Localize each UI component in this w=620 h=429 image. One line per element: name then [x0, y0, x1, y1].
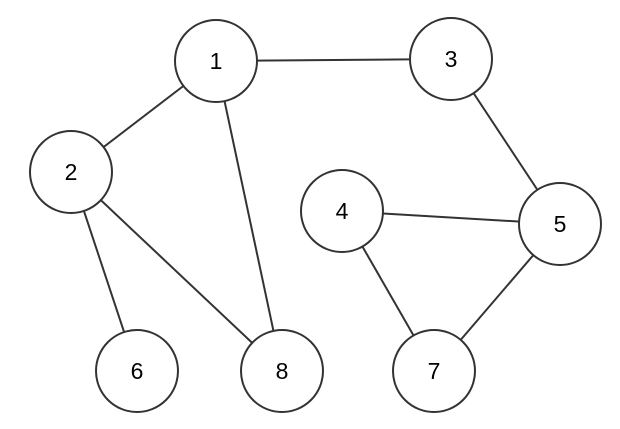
graph-node-label-2: 2 — [65, 159, 78, 185]
graph-node-label-1: 1 — [210, 48, 223, 74]
graph-node-3[interactable]: 3 — [409, 17, 493, 101]
graph-node-1[interactable]: 1 — [174, 19, 258, 103]
graph-node-circle-2 — [29, 130, 113, 214]
graph-node-circle-3 — [409, 17, 493, 101]
graph-node-label-5: 5 — [554, 211, 567, 237]
graph-node-circle-4 — [300, 169, 384, 253]
graph-edge-2-8 — [70, 171, 283, 372]
graph-node-8[interactable]: 8 — [240, 329, 324, 413]
graph-node-circle-8 — [240, 329, 324, 413]
graph-node-4[interactable]: 4 — [300, 169, 384, 253]
graph-node-6[interactable]: 6 — [95, 329, 179, 413]
graph-node-circle-5 — [518, 182, 602, 266]
graph-node-label-4: 4 — [336, 198, 349, 224]
graph-nodes-layer: 1 2 3 4 5 6 7 8 — [29, 17, 602, 413]
graph-node-label-6: 6 — [131, 358, 144, 384]
graph-node-7[interactable]: 7 — [392, 329, 476, 413]
graph-node-label-8: 8 — [276, 358, 289, 384]
graph-node-label-7: 7 — [428, 358, 441, 384]
graph-node-circle-1 — [174, 19, 258, 103]
graph-node-circle-7 — [392, 329, 476, 413]
graph-node-label-3: 3 — [445, 46, 458, 72]
graph-edge-1-8 — [215, 60, 283, 372]
graph-node-circle-6 — [95, 329, 179, 413]
graph-node-5[interactable]: 5 — [518, 182, 602, 266]
graph-node-2[interactable]: 2 — [29, 130, 113, 214]
